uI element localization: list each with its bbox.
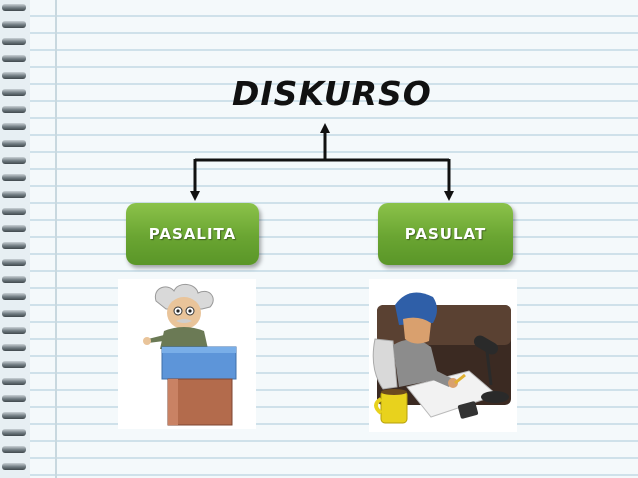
binding-coil	[2, 395, 26, 402]
binding-coil	[2, 38, 26, 45]
binding-coil	[2, 21, 26, 28]
binding-coil	[2, 4, 26, 11]
spiral-binding	[0, 0, 30, 478]
binding-coil	[2, 361, 26, 368]
binding-coil	[2, 191, 26, 198]
diagram-title: DISKURSO	[232, 74, 432, 113]
binding-coil	[2, 140, 26, 147]
binding-coil	[2, 327, 26, 334]
writer-icon	[372, 292, 511, 424]
binding-coil	[2, 89, 26, 96]
binding-coil	[2, 259, 26, 266]
binding-coil	[2, 106, 26, 113]
node-pasulat: PASULAT	[378, 203, 513, 265]
binding-coil	[2, 123, 26, 130]
binding-coil	[2, 463, 26, 470]
node-pasalita: PASALITA	[126, 203, 259, 265]
speaker-at-podium-illustration	[118, 279, 256, 429]
binding-coil	[2, 412, 26, 419]
binding-coil	[2, 293, 26, 300]
binding-coil	[2, 174, 26, 181]
binding-coil	[2, 55, 26, 62]
binding-coil	[2, 225, 26, 232]
binding-coil	[2, 72, 26, 79]
node-pasulat-label: PASULAT	[404, 225, 487, 243]
binding-coil	[2, 157, 26, 164]
node-pasalita-label: PASALITA	[148, 225, 237, 243]
binding-coil	[2, 429, 26, 436]
writer-at-desk-illustration	[369, 279, 517, 432]
binding-coil	[2, 378, 26, 385]
paper-margin-line	[55, 0, 57, 478]
binding-coil	[2, 242, 26, 249]
binding-coil	[2, 446, 26, 453]
binding-coil	[2, 344, 26, 351]
binding-coil	[2, 208, 26, 215]
speaker-icon	[143, 284, 237, 426]
binding-coil	[2, 276, 26, 283]
binding-coil	[2, 310, 26, 317]
